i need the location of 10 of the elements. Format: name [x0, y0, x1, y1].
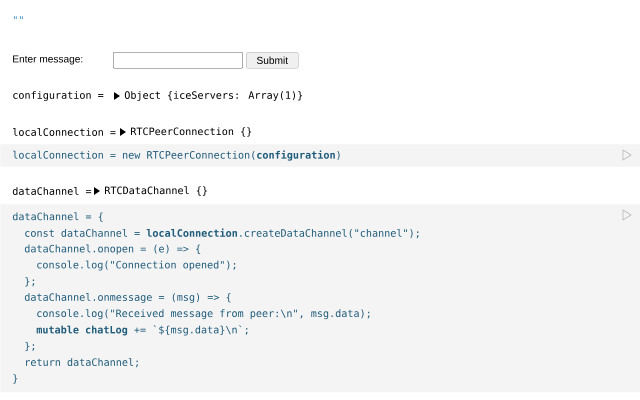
input-field: [113, 52, 243, 69]
value-output: dataChannel =: [12, 187, 92, 195]
value-output: Object {iceServers: Array(1)}: [124, 91, 302, 101]
code-cell: localConnection = new RTCPeerConnection(configuration): [0, 144, 640, 167]
string-output: "": [14, 16, 23, 20]
code-cell: dataChannel = { const dataChannel = localConnection.createDataChannel("channel"); dataChannel.onopen = (e) => { console.log("Connection opened"); }; dataChannel.onmessage = (msg) => { console.log("Received message from peer:\n", msg.data); mutable chatLog += `${msg.data}\n`; }; return dataChannel; }: [0, 204, 640, 392]
value-output: configuration =: [13, 91, 104, 101]
field-label: Enter message:: [13, 55, 82, 65]
value-output: RTCDataChannel {}: [104, 186, 207, 196]
submit-button: Submit: [246, 52, 299, 69]
